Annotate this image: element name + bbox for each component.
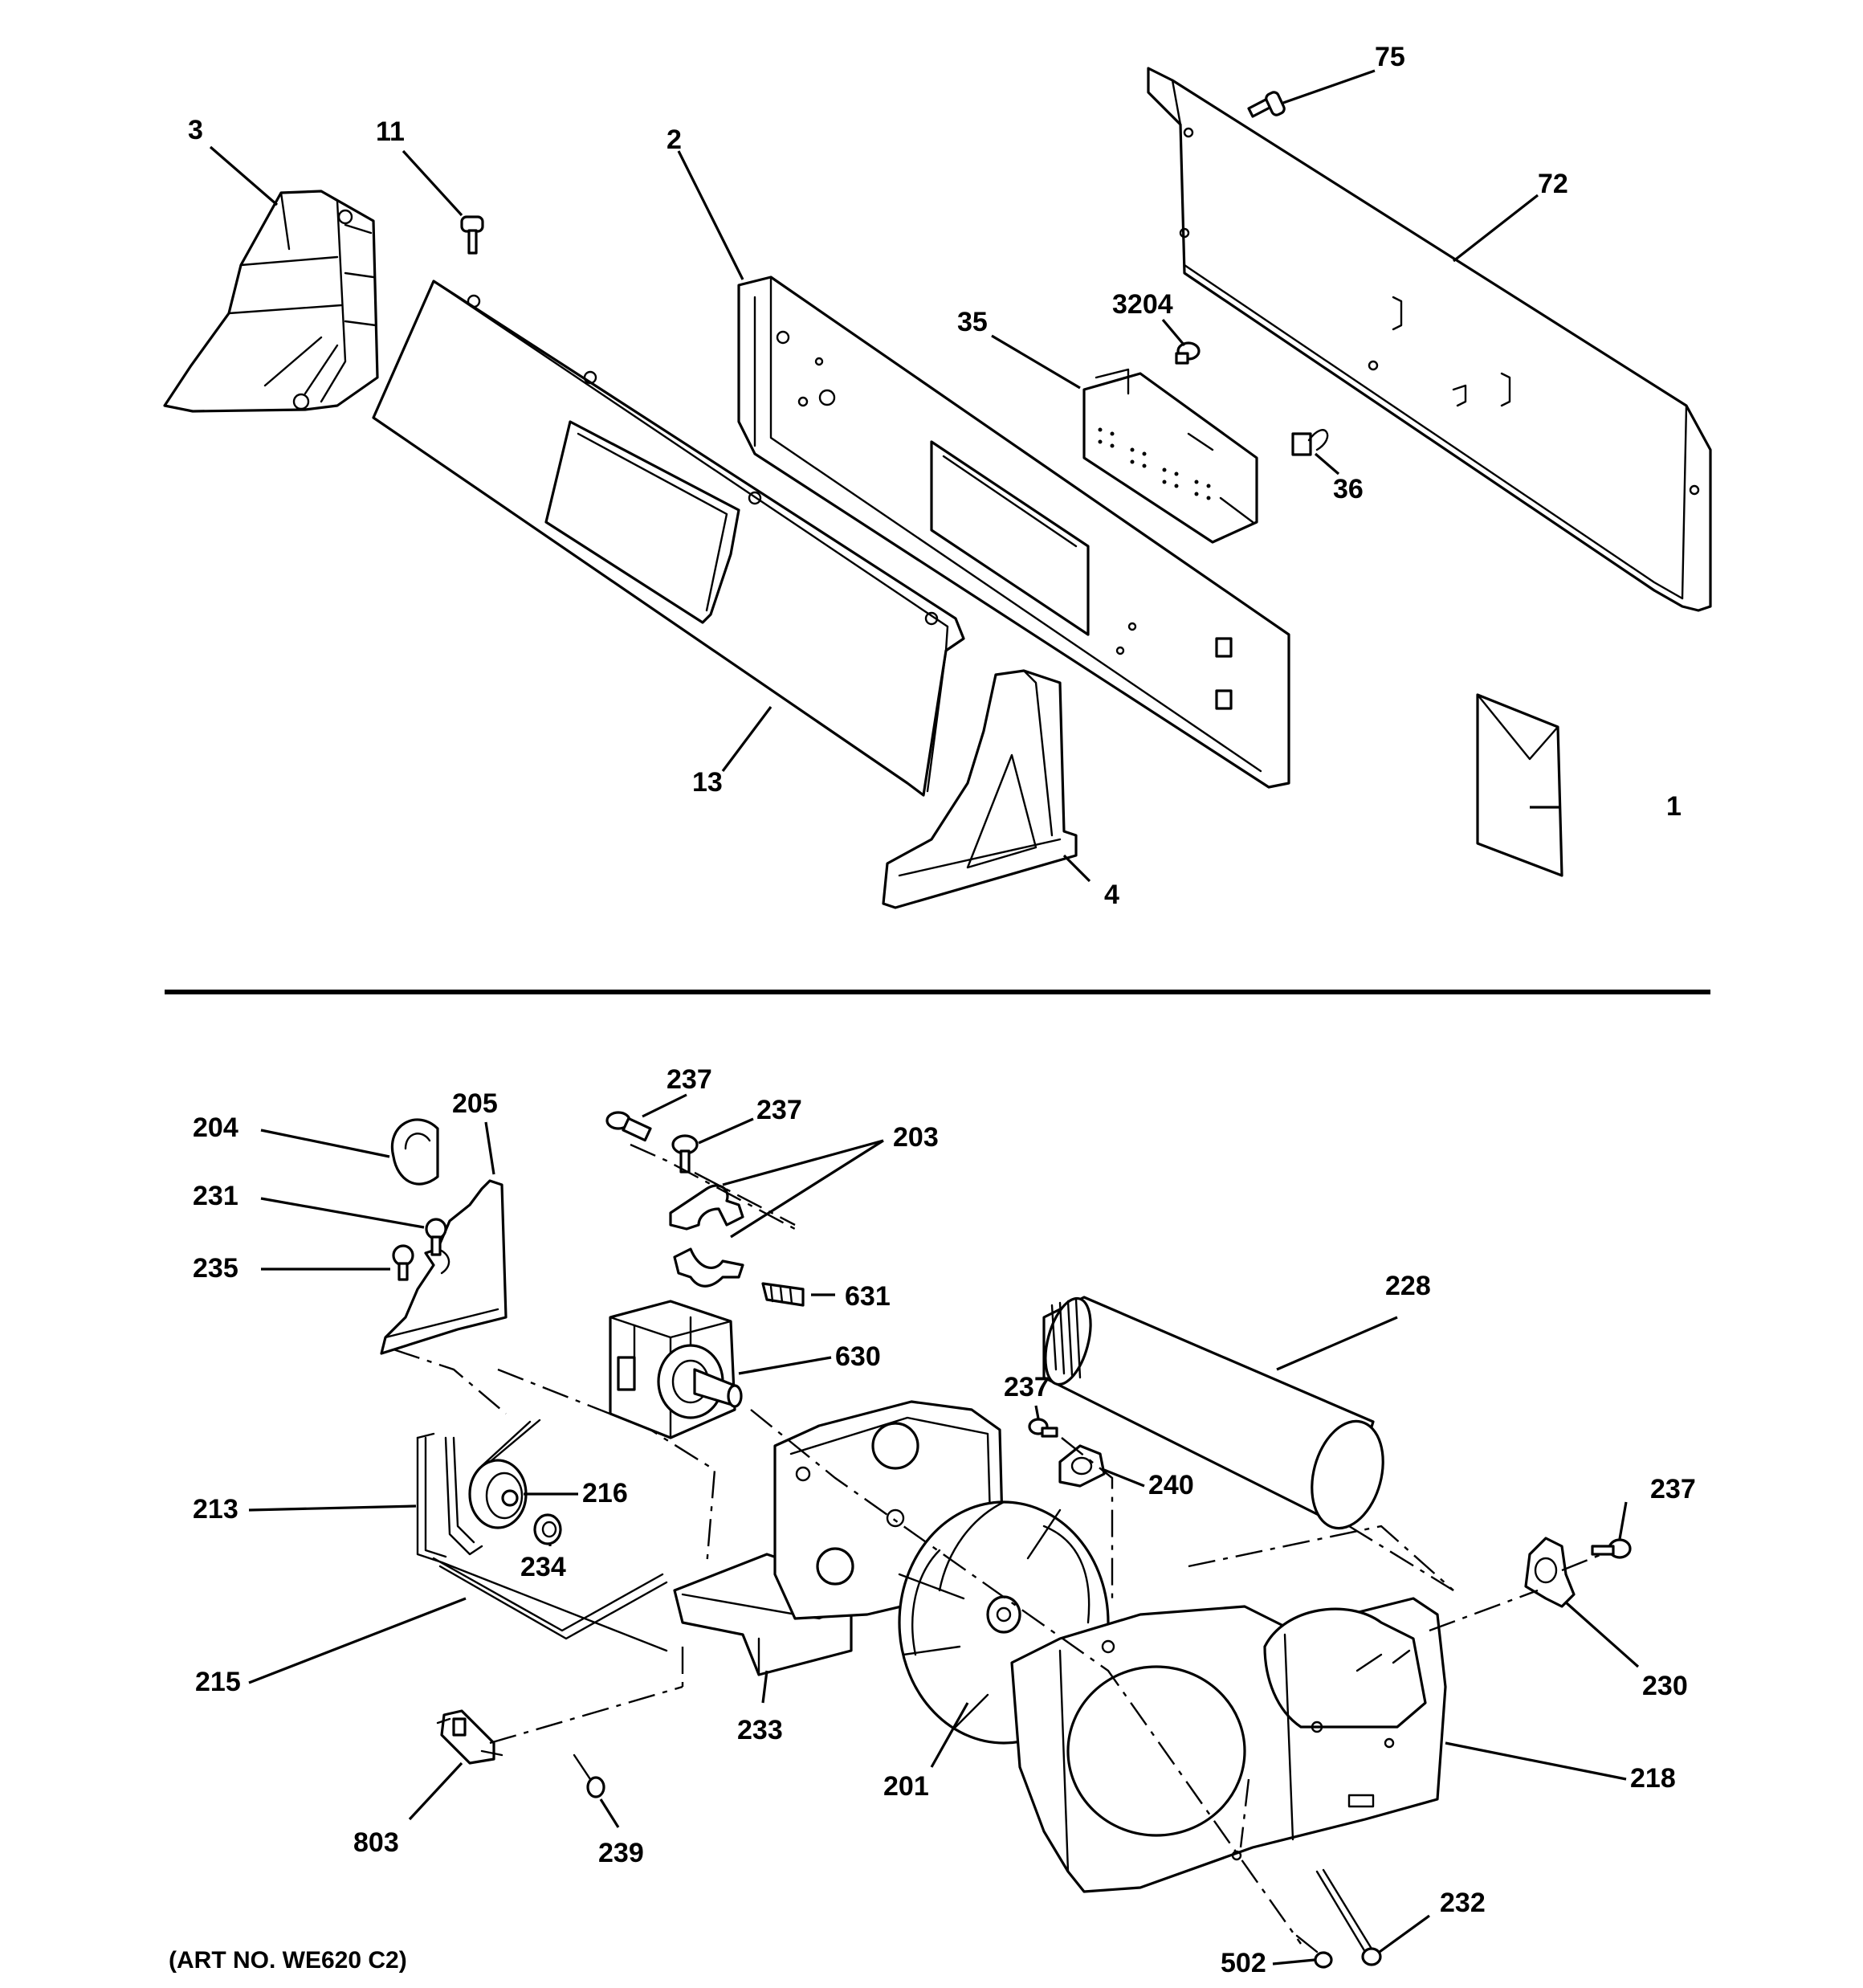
callout-234: 234 <box>520 1552 566 1582</box>
part-230-bracket <box>1524 1537 1576 1608</box>
part-72-backsplash <box>1147 67 1712 612</box>
part-75-screw <box>1247 91 1286 118</box>
callout-231: 231 <box>193 1181 238 1211</box>
callout-237-c: 237 <box>1004 1372 1050 1402</box>
part-203-clamp-upper <box>669 1184 744 1231</box>
part-216-pulley <box>468 1419 541 1529</box>
part-215-rod <box>432 1557 668 1640</box>
part-237-screw-d <box>1591 1538 1632 1559</box>
part-232-bolt <box>1315 1868 1382 1966</box>
callout-240: 240 <box>1148 1470 1194 1500</box>
part-36-connector <box>1291 429 1329 456</box>
callout-201: 201 <box>883 1771 929 1802</box>
part-3204-fastener <box>1175 341 1201 365</box>
callout-72: 72 <box>1538 169 1568 199</box>
part-13-console-panel <box>372 280 965 797</box>
callout-13: 13 <box>692 767 723 798</box>
callout-502: 502 <box>1221 1948 1266 1978</box>
callout-204: 204 <box>193 1112 238 1143</box>
callout-237-d: 237 <box>1650 1474 1696 1504</box>
part-240-thermostat <box>1058 1444 1106 1488</box>
callout-205: 205 <box>452 1088 498 1119</box>
art-number: (ART NO. WE620 C2) <box>169 1947 407 1974</box>
callout-75: 75 <box>1375 42 1405 72</box>
part-237-screw-a <box>605 1111 652 1142</box>
part-1-literature <box>1476 693 1563 877</box>
part-630-motor <box>609 1300 743 1439</box>
part-4-endcap-right <box>882 669 1078 909</box>
callout-630: 630 <box>835 1341 881 1372</box>
part-204-clip <box>390 1118 439 1186</box>
callout-235: 235 <box>193 1253 238 1284</box>
part-3-endcap-left <box>163 190 379 413</box>
callout-218: 218 <box>1630 1763 1676 1794</box>
callout-228: 228 <box>1385 1271 1431 1301</box>
callout-213: 213 <box>193 1494 238 1525</box>
callout-3204: 3204 <box>1112 289 1173 320</box>
callout-11: 11 <box>376 116 405 147</box>
part-237-screw-b <box>671 1134 699 1174</box>
board-dots <box>1098 427 1211 500</box>
callout-237-b: 237 <box>756 1095 802 1125</box>
callout-203: 203 <box>893 1122 939 1153</box>
callout-216: 216 <box>582 1478 628 1508</box>
callout-232: 232 <box>1440 1888 1486 1918</box>
part-803-switch <box>436 1709 503 1765</box>
assembly-lines <box>393 1143 1603 1945</box>
callout-803: 803 <box>353 1827 399 1858</box>
part-228-duct <box>1042 1296 1384 1530</box>
callout-35: 35 <box>957 307 988 337</box>
part-237-screw-c <box>1028 1418 1058 1438</box>
callout-230: 230 <box>1642 1671 1688 1701</box>
callout-36: 36 <box>1333 474 1364 504</box>
part-2-control-frame <box>737 276 1290 789</box>
callout-215: 215 <box>195 1667 241 1697</box>
part-35-control-board <box>1082 368 1258 544</box>
part-235-screw <box>392 1244 414 1281</box>
callout-3: 3 <box>188 115 203 145</box>
callout-631: 631 <box>845 1281 891 1312</box>
callout-1: 1 <box>1666 791 1682 822</box>
callout-239: 239 <box>598 1838 644 1868</box>
part-218-blower-housing <box>1010 1597 1447 1893</box>
callout-233: 233 <box>737 1715 783 1745</box>
part-205-bracket <box>380 1179 508 1355</box>
part-203-clamp-lower <box>673 1247 744 1288</box>
callout-2: 2 <box>667 125 682 155</box>
part-234-idler <box>533 1513 562 1545</box>
part-631-connector <box>761 1282 805 1307</box>
part-11-screw <box>460 215 484 255</box>
callout-237-a: 237 <box>667 1064 712 1095</box>
callout-labels: 3 11 2 75 72 3204 35 36 1 13 4 204 205 2… <box>188 42 1696 1978</box>
callout-4: 4 <box>1104 880 1119 910</box>
part-231-screw <box>425 1218 447 1256</box>
leader-lines <box>209 69 1640 1966</box>
part-213-lever <box>416 1432 668 1652</box>
part-502-screw <box>1295 1934 1333 1969</box>
part-239-screw <box>573 1753 605 1798</box>
